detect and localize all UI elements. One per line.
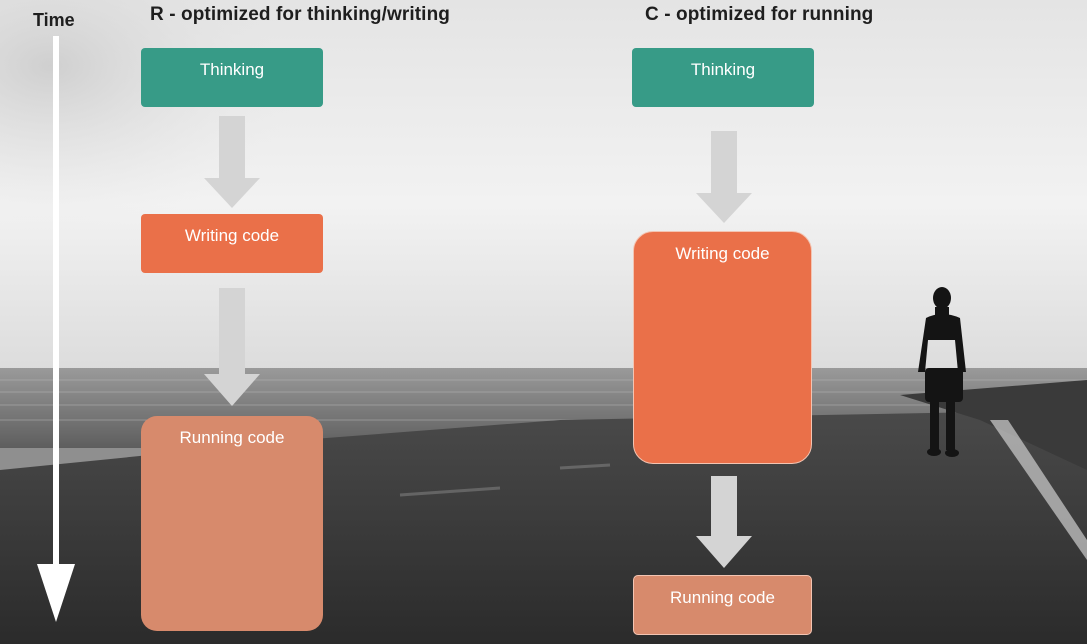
c-arrow-2 — [696, 476, 752, 568]
r-writing-box: Writing code — [141, 214, 323, 273]
c-arrow-1 — [696, 131, 752, 223]
person-silhouette — [918, 287, 966, 457]
time-axis-label: Time — [33, 10, 75, 30]
c-thinking-box: Thinking — [632, 48, 814, 107]
c-writing-box: Writing code — [633, 231, 812, 464]
c-running-box: Running code — [633, 575, 812, 635]
r-arrow-1 — [204, 116, 260, 208]
r-arrow-2 — [204, 288, 260, 406]
timeline-arrow — [37, 36, 75, 622]
r-running-box: Running code — [141, 416, 323, 631]
column-c-title: C - optimized for running — [645, 4, 874, 25]
r-thinking-box: Thinking — [141, 48, 323, 107]
column-r-title: R - optimized for thinking/writing — [150, 4, 450, 25]
